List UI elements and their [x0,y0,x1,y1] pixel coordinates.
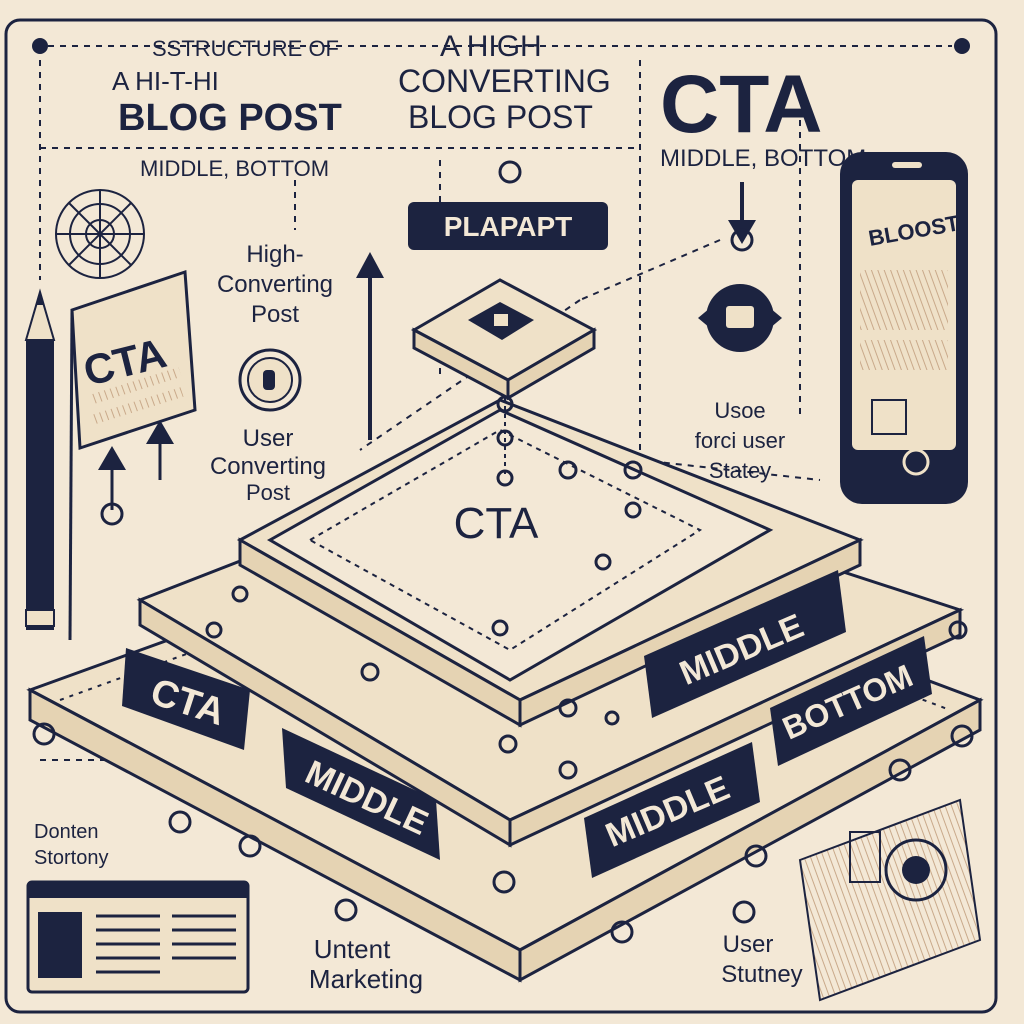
title-line-5: CONVERTING [398,63,611,99]
bottom-tag [770,636,932,766]
cta-sign [68,269,197,641]
down-arrow-icon [728,182,756,252]
high-converting-3: Post [251,301,299,328]
lock-circle-icon [698,284,782,352]
small-up-arrow-icon [98,420,174,526]
title-line-1: SSTRUCTURE OF [152,36,339,61]
top-layer-label: CTA [454,499,539,548]
plapact-badge [408,202,608,250]
user-strategy-1: User [723,931,774,958]
layer-top [266,408,774,682]
browser-window-icon [26,880,250,994]
untent-2: Marketing [309,964,423,994]
title-line-3: BLOG POST [118,97,342,139]
pointer-circle-icon [238,348,302,412]
title-line-4: A HIGH [440,30,542,63]
user-converting-1: User [243,425,294,452]
plapact-label: PLAPAPT [444,211,573,242]
high-converting-2: Converting [217,271,333,298]
floating-box [410,278,598,476]
connector-nodes [32,160,974,944]
title-line-2: A HI-T-HI [112,66,219,96]
middle-tag-center [584,742,760,878]
subtitle-left: MIDDLE, BOTTOM [140,156,329,181]
middle-tag-left [282,728,440,860]
content-strategy-1: Donten [34,821,99,843]
user-strategy-2: Stutney [721,961,802,988]
outer-frame [4,18,998,1014]
cta-big: CTA [660,59,822,150]
middle-tag-right [644,570,846,718]
high-converting-1: High- [246,241,303,268]
usoe-2: forci user [695,428,785,453]
untent-1: Untent [314,934,391,964]
frame-rivet-icon [32,38,48,54]
usoe-3: Statey [709,458,771,483]
title-line-6: BLOG POST [408,99,593,135]
shelf-illustration [798,798,982,1002]
user-converting-3: Post [246,480,290,505]
pencil-icon [24,288,56,630]
frame-rivet-icon [954,38,970,54]
content-strategy-2: Stortony [34,847,108,869]
target-icon [55,189,145,279]
up-arrow-icon [356,252,384,440]
user-converting-2: Converting [210,453,326,480]
cta-tag [122,648,250,750]
subtitle-right: MIDDLE, BOTTOM [660,145,866,172]
smartphone [840,152,968,504]
usoe-1: Usoe [714,398,765,423]
